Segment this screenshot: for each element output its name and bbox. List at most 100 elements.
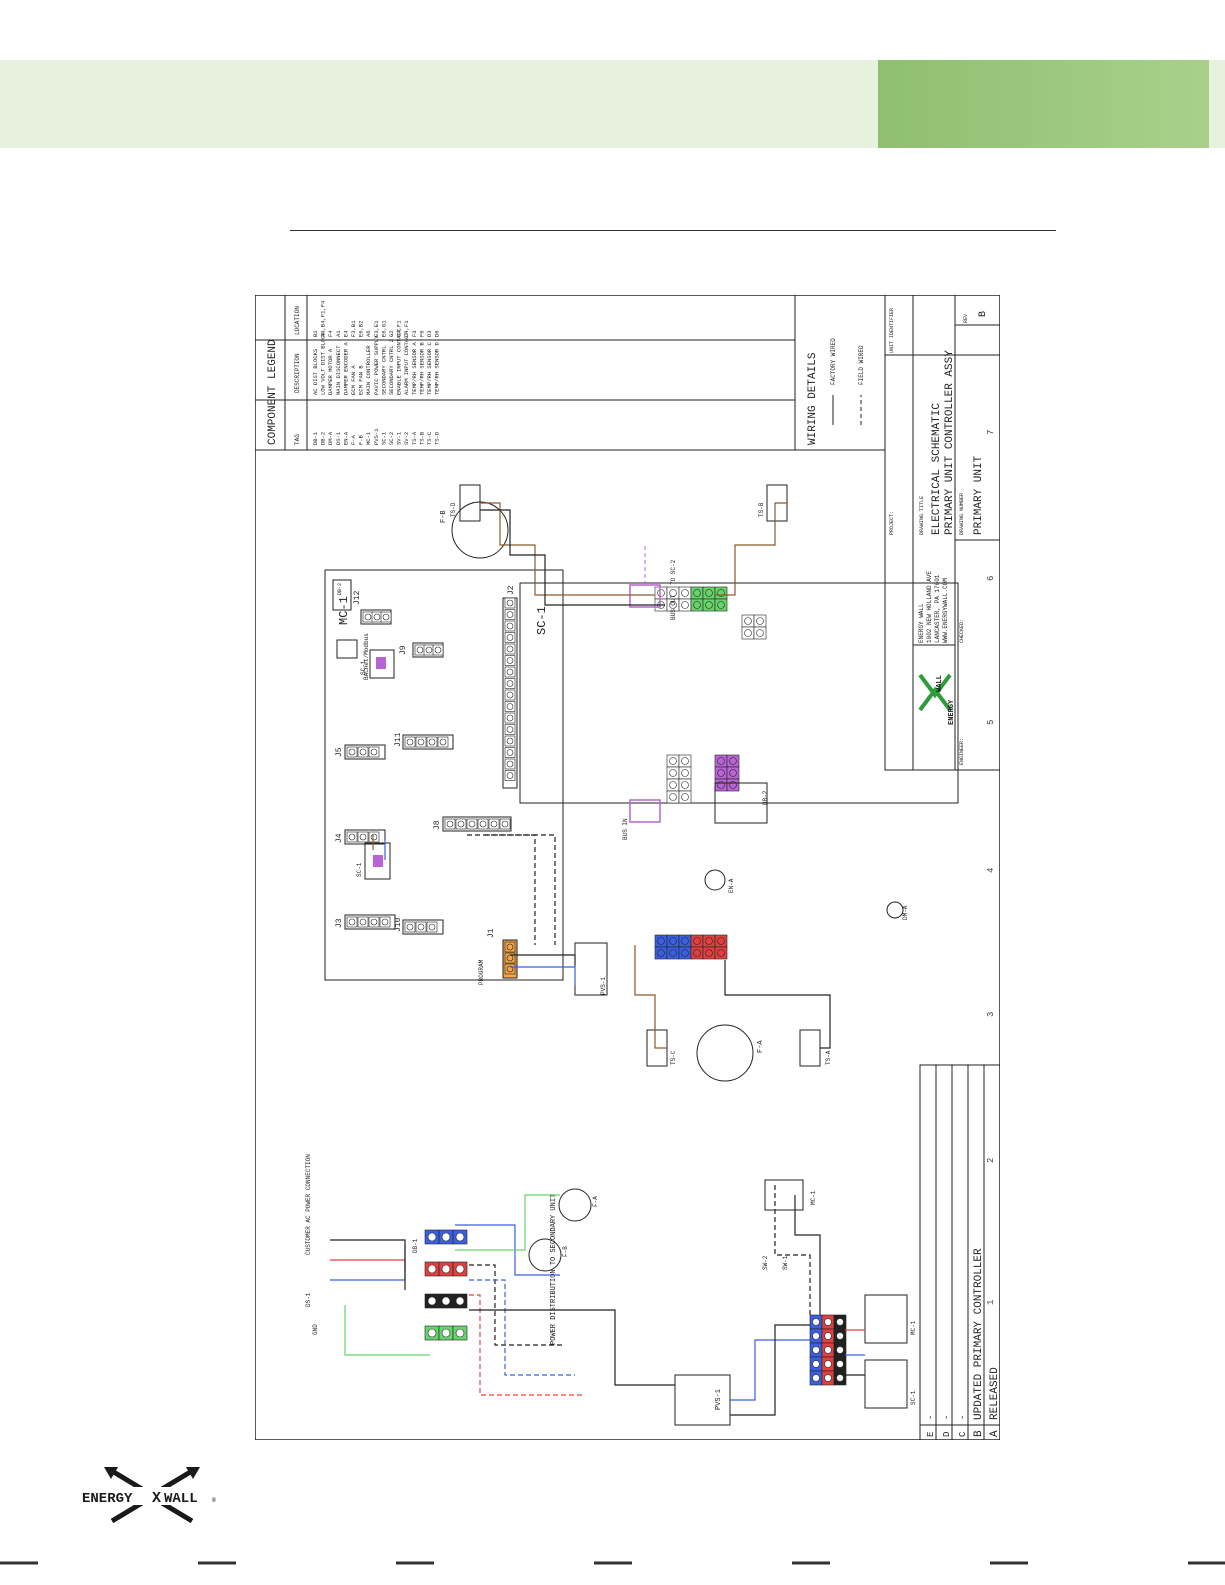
svg-text:SC-1: SC-1 <box>356 862 363 877</box>
legend-desc: DAMPER MOTOR A <box>327 348 334 395</box>
svg-text:SC-1: SC-1 <box>360 660 367 675</box>
svg-text:TS-B: TS-B <box>758 502 765 517</box>
legend-loc: E3,E1 <box>373 320 380 337</box>
terminal-screw <box>812 1346 820 1354</box>
pin-cell <box>504 735 516 747</box>
pin <box>681 601 689 609</box>
wiring-title: WIRING DETAILS <box>807 352 819 445</box>
drawing-number: PRIMARY UNIT <box>973 455 985 535</box>
pin-cell <box>702 946 716 960</box>
terminal-screw <box>824 1318 832 1326</box>
terminal-screw <box>455 1328 465 1338</box>
bus-in-label: BUS IN <box>622 818 629 840</box>
pin <box>506 622 514 630</box>
pin-cell <box>504 643 516 655</box>
pin-cell <box>504 724 516 735</box>
svg-text:DM-A: DM-A <box>902 905 909 920</box>
pin-cell <box>362 611 374 623</box>
wire <box>510 966 576 985</box>
pin <box>506 726 514 733</box>
pin-cell <box>368 916 380 928</box>
legend-desc: TEMP/RH SENSOR D <box>434 341 441 395</box>
terminal-screw <box>836 1332 844 1340</box>
wire <box>724 960 831 1049</box>
pin-cell <box>404 921 416 933</box>
pin-cell <box>714 778 728 792</box>
bacnet-label: BACnet/Modbus <box>363 633 370 680</box>
pin-cell <box>368 746 380 758</box>
legend-loc: C4,F1 <box>396 320 403 337</box>
pin <box>705 589 713 597</box>
pin <box>705 937 713 945</box>
pin-cell <box>666 778 680 792</box>
legend-loc: C4,F1 <box>403 320 410 337</box>
pin-cell <box>678 946 692 960</box>
wire <box>715 502 787 596</box>
pin-cell <box>702 586 716 600</box>
pin <box>681 781 689 789</box>
pin <box>406 738 414 746</box>
fan-fa-motor: F-A <box>696 1024 765 1082</box>
legend-tag: SV-2 <box>403 432 410 445</box>
pin <box>756 629 764 637</box>
pin <box>490 820 498 828</box>
address-3: LANCASTER, PA 17601 <box>934 574 941 643</box>
pin-cell <box>504 701 516 712</box>
rev-row-letter: A <box>989 1430 1000 1437</box>
title-block: UNIT IDENTIFIER PROJECT: DRAWING TITLE E… <box>884 295 1000 771</box>
pin-cell <box>444 818 456 830</box>
pin <box>693 937 701 945</box>
pin <box>693 589 701 597</box>
bacnet-jack <box>336 639 358 659</box>
pin-cell <box>426 736 438 748</box>
pin <box>705 949 713 957</box>
pin-cell <box>504 770 516 781</box>
energywall-footer-logo: ENERGY X WALL ® <box>82 1465 222 1527</box>
legend-desc: PAVIC POWER SUPPLY <box>373 335 380 395</box>
svg-text:F-A: F-A <box>592 1196 599 1207</box>
ds1-label: DS-1 <box>305 1292 312 1307</box>
pin <box>417 738 425 746</box>
svg-text:PVS-1: PVS-1 <box>600 977 607 995</box>
pin-cell <box>654 946 668 960</box>
svg-text:SW-1: SW-1 <box>782 1255 789 1270</box>
legend-col-loc: LOCATION <box>294 306 301 335</box>
svg-text:TS-D: TS-D <box>450 502 457 517</box>
to-sc2-label: TO SC-2 <box>670 559 677 585</box>
pin <box>428 923 436 931</box>
power-dist-label: POWER DISTRIBUTION TO SECONDARY UNIT <box>550 1194 558 1345</box>
bus-jacks: BUS IN BUS OUT TO SC-2 <box>622 545 677 840</box>
connector-j8 <box>442 816 512 832</box>
pin <box>506 611 514 618</box>
ac-power-section: CUSTOMER AC POWER CONNECTION GND DS-1 DB… <box>305 1154 917 1426</box>
wire <box>469 1309 675 1386</box>
pin <box>669 937 677 945</box>
legend-col-tag: TAG <box>294 434 301 445</box>
pin-cell <box>504 609 516 620</box>
mc1-pin-strips <box>346 597 516 975</box>
legend-desc: TEMP/RH SENSOR C <box>426 341 433 395</box>
pin-cell <box>504 941 516 953</box>
pin-cell <box>726 754 740 768</box>
mc1-label: MC-1 <box>337 596 351 625</box>
legend-tag: EN-A <box>342 431 349 445</box>
pin-cell <box>714 946 728 960</box>
rev-row-desc: - <box>958 1415 968 1420</box>
rev-row-letter: E <box>926 1432 936 1437</box>
power-supply-pvs1-upper: PVS-1 <box>574 942 608 996</box>
pin <box>506 634 514 641</box>
svg-text:J4: J4 <box>335 833 344 843</box>
pin <box>416 646 424 654</box>
rev-row-desc: - <box>926 1415 936 1420</box>
program-label: PROGRAM <box>478 959 485 985</box>
pin-cell <box>714 586 728 600</box>
legend-desc: ECM FAN A <box>350 365 357 395</box>
legend-desc: MAIN CONTROLLER <box>365 345 372 395</box>
terminal-screw <box>427 1328 437 1338</box>
svg-text:J1: J1 <box>487 928 496 938</box>
legend-desc: ALARM INPUT CONTACT <box>403 332 410 395</box>
terminal-screw <box>427 1264 437 1274</box>
legend-loc: D3 <box>426 330 433 337</box>
pin-cell <box>678 778 692 792</box>
legend-desc: SECONDARY CNTRL <box>380 345 387 395</box>
